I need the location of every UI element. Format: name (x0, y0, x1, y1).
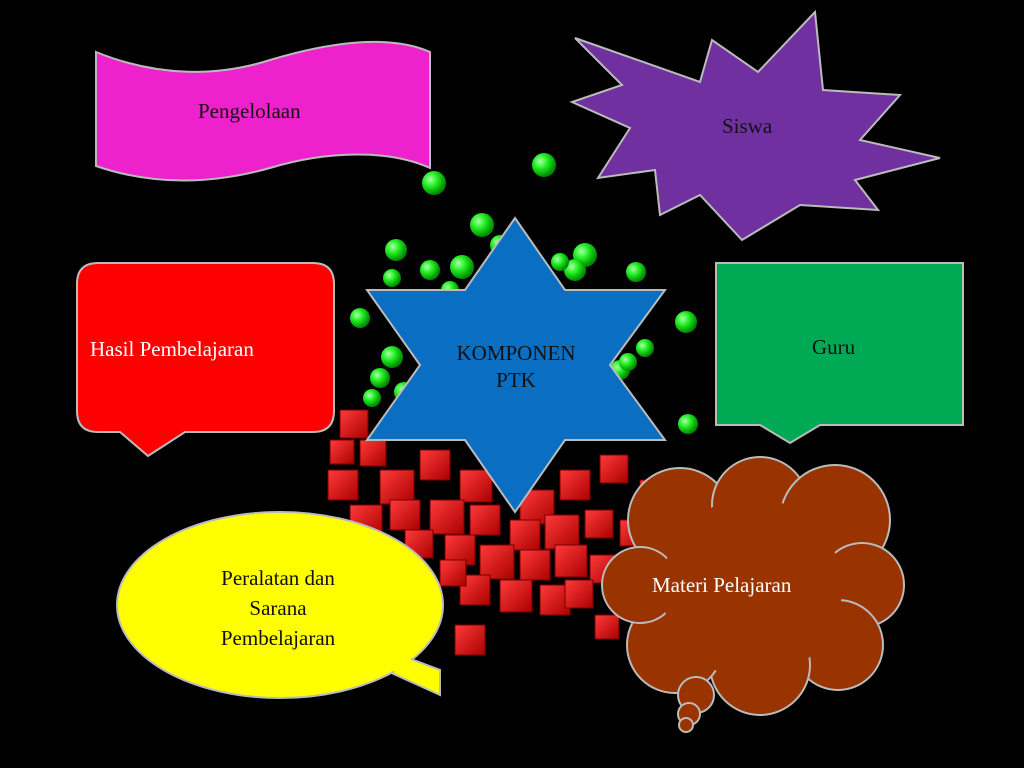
guru-label: Guru (812, 335, 856, 359)
hasil-shape (76, 262, 335, 458)
red-cube (379, 469, 415, 505)
red-cube (599, 454, 629, 484)
green-sphere (675, 311, 697, 333)
materi-pelajaran-label: Materi Pelajaran (652, 573, 792, 597)
red-cube (419, 449, 451, 481)
red-cube (339, 409, 369, 439)
green-sphere (385, 239, 407, 261)
green-sphere (363, 389, 381, 407)
red-cube (439, 559, 467, 587)
red-cubes-decoration (327, 409, 675, 656)
pengelolaan-shape (95, 40, 431, 182)
green-sphere (626, 262, 646, 282)
red-cube (584, 509, 614, 539)
red-cube (479, 544, 515, 580)
green-sphere (422, 171, 446, 195)
pengelolaan-label: Pengelolaan (198, 99, 301, 123)
materi-shape (601, 456, 905, 733)
peralatan-line1: Peralatan dan (221, 566, 335, 590)
green-sphere (678, 414, 698, 434)
red-cube (594, 614, 620, 640)
green-sphere (619, 353, 637, 371)
red-cube (469, 504, 501, 536)
red-cube (509, 519, 541, 551)
red-cube (559, 469, 591, 501)
ptk-label: PTK (496, 368, 536, 392)
siswa-label: Siswa (722, 114, 773, 138)
green-sphere (381, 346, 403, 368)
peralatan-shape (116, 511, 444, 699)
red-cube (359, 439, 387, 467)
hasil-pembelajaran-label: Hasil Pembelajaran (90, 337, 254, 361)
green-sphere (564, 259, 586, 281)
red-cube (554, 544, 588, 578)
peralatan-line3: Pembelajaran (220, 626, 336, 650)
red-cube (327, 469, 359, 501)
red-cube (429, 499, 465, 535)
green-sphere (383, 269, 401, 287)
red-cube (459, 469, 493, 503)
siswa-shape (569, 9, 941, 242)
green-sphere (450, 255, 474, 279)
green-sphere (370, 368, 390, 388)
green-sphere (532, 153, 556, 177)
red-cube (389, 499, 421, 531)
guru-shape (715, 262, 964, 445)
red-cube (564, 579, 594, 609)
green-spheres-decoration (350, 153, 698, 434)
red-cube (519, 549, 551, 581)
green-sphere (350, 308, 370, 328)
red-cube (329, 439, 355, 465)
red-cube (499, 579, 533, 613)
peralatan-line2: Sarana (249, 596, 307, 620)
red-cube (544, 514, 580, 550)
komponen-label: KOMPONEN (456, 341, 576, 365)
red-cube (454, 624, 486, 656)
komponen-ptk-star (365, 216, 667, 514)
green-sphere (551, 253, 569, 271)
green-sphere (470, 213, 494, 237)
green-sphere (420, 260, 440, 280)
green-sphere (636, 339, 654, 357)
